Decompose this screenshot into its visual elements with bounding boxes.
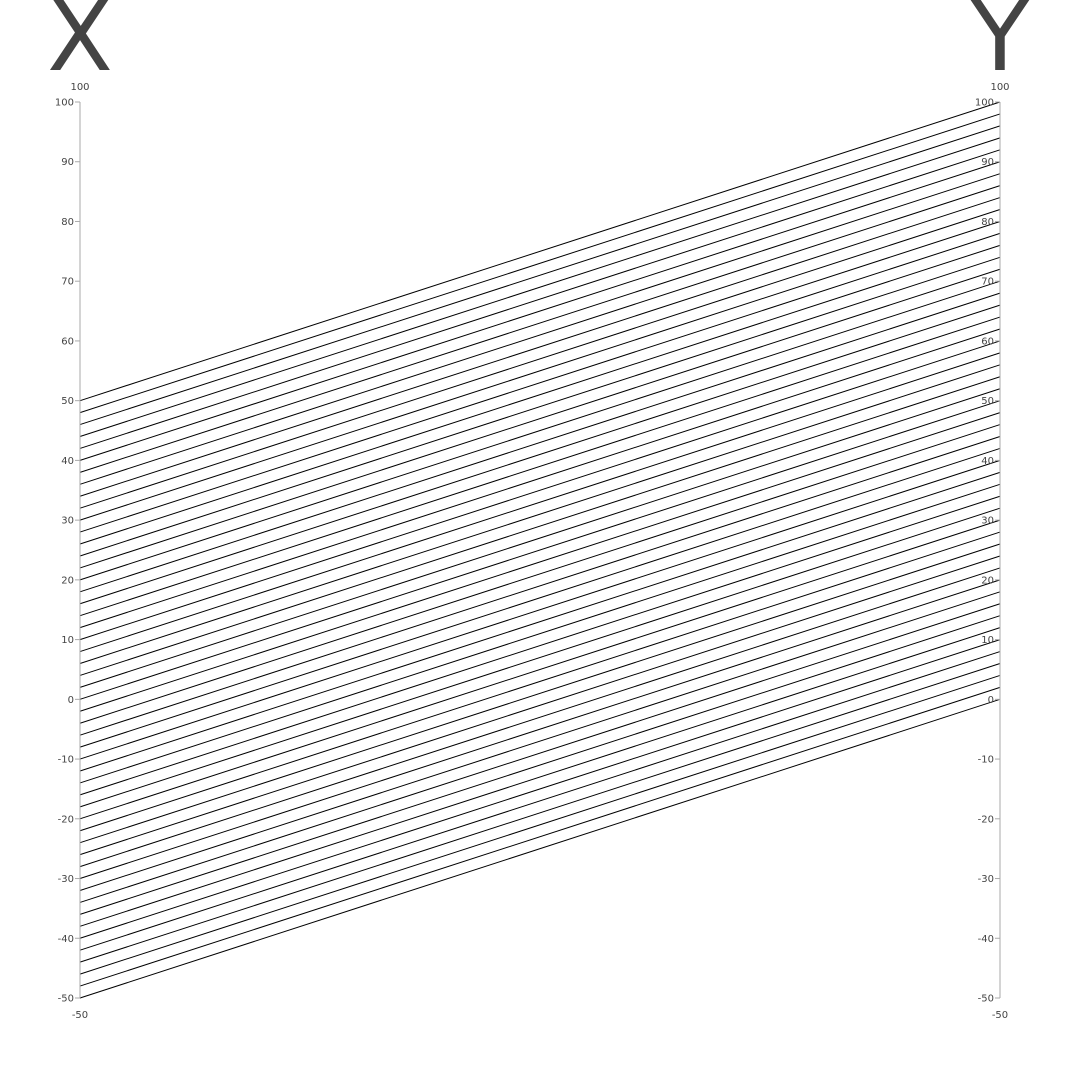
tick-label: 0 [68, 695, 74, 706]
data-line-42 [79, 197, 1001, 497]
tick-label: -10 [978, 755, 994, 766]
data-line-0 [79, 698, 1001, 999]
range-min-label: -50 [72, 1010, 88, 1021]
data-line-24 [79, 412, 1001, 712]
dimension-title[interactable]: Y [970, 0, 1030, 93]
data-line-38 [79, 244, 1001, 545]
tick-label: 70 [61, 277, 74, 288]
data-line-25 [79, 400, 1001, 700]
data-line-20 [79, 459, 1001, 760]
data-line-19 [79, 471, 1001, 772]
data-line-3 [79, 663, 1001, 963]
data-line-43 [79, 185, 1001, 485]
data-line-32 [79, 316, 1001, 617]
data-line-8 [79, 603, 1001, 903]
tick-label: -20 [58, 814, 74, 825]
tick-label: 50 [61, 396, 74, 407]
data-line-13 [79, 543, 1001, 844]
tick-label: 0 [988, 695, 994, 706]
tick-label: -40 [58, 934, 74, 945]
range-max-label: 100 [70, 82, 89, 93]
tick-label: 10 [61, 635, 74, 646]
data-line-14 [79, 531, 1001, 832]
data-line-44 [79, 173, 1001, 473]
axis-y: -50 -40 -30 -20 -10 0 10 20 30 40 50 60 70 80 90 100 100… [970, 0, 1030, 1021]
tick-label: 90 [61, 157, 74, 168]
data-line-37 [79, 256, 1001, 557]
tick-label: -50 [58, 994, 74, 1005]
data-line-15 [79, 519, 1001, 820]
tick-label: 100 [55, 98, 74, 109]
data-line-16 [79, 507, 1001, 808]
data-line-39 [79, 232, 1001, 533]
tick-label: -30 [58, 874, 74, 885]
data-line-22 [79, 436, 1001, 736]
tick-label: 30 [981, 516, 994, 527]
data-line-7 [79, 615, 1001, 915]
data-line-27 [79, 376, 1001, 676]
data-line-35 [79, 280, 1001, 581]
tick-label: 60 [61, 336, 74, 347]
data-line-9 [79, 591, 1001, 891]
data-line-34 [79, 292, 1001, 593]
range-max-label: 100 [990, 82, 1009, 93]
data-line-29 [79, 352, 1001, 653]
data-line-17 [79, 495, 1001, 796]
tick-label: -20 [978, 814, 994, 825]
tick-label: 30 [61, 516, 74, 527]
range-min-label: -50 [992, 1010, 1008, 1021]
tick-label: 40 [61, 456, 74, 467]
data-line-11 [79, 567, 1001, 868]
data-line-21 [79, 447, 1001, 748]
data-line-4 [79, 651, 1001, 951]
data-line-45 [79, 161, 1001, 461]
data-line-46 [79, 149, 1001, 449]
tick-label: 60 [981, 336, 994, 347]
tick-label: 20 [61, 575, 74, 586]
data-line-48 [79, 125, 1001, 426]
axes: -50-40-30-20-100102030405060708090100100… [47, 0, 1030, 1021]
data-line-18 [79, 483, 1001, 784]
data-line-31 [79, 328, 1001, 629]
data-line-49 [79, 113, 1001, 414]
data-line-5 [79, 639, 1001, 939]
data-lines [79, 101, 1001, 999]
tick-label: 10 [981, 635, 994, 646]
data-line-10 [79, 579, 1001, 880]
data-line-30 [79, 340, 1001, 641]
data-line-47 [79, 137, 1001, 437]
data-line-12 [79, 555, 1001, 856]
axis-x: -50 -40 -30 -20 -10 0 10 20 30 40 50 60 70 80 90 100 100… [47, 0, 113, 1021]
tick-label: 20 [981, 575, 994, 586]
tick-label: 80 [61, 217, 74, 228]
tick-label: -40 [978, 934, 994, 945]
tick-label: -30 [978, 874, 994, 885]
data-line-23 [79, 424, 1001, 724]
data-line-26 [79, 388, 1001, 688]
data-line-33 [79, 304, 1001, 605]
data-line-6 [79, 627, 1001, 927]
tick-label: -10 [58, 755, 74, 766]
tick-label: 80 [981, 217, 994, 228]
data-line-50 [79, 101, 1001, 402]
tick-label: 50 [981, 396, 994, 407]
data-line-28 [79, 364, 1001, 664]
data-line-36 [79, 268, 1001, 569]
tick-label: 40 [981, 456, 994, 467]
dimension-title[interactable]: X [47, 0, 113, 93]
tick-label: 100 [975, 98, 994, 109]
data-line-41 [79, 209, 1001, 509]
data-line-1 [79, 686, 1001, 987]
tick-label: -50 [978, 994, 994, 1005]
tick-label: 90 [981, 157, 994, 168]
tick-label: 70 [981, 277, 994, 288]
data-line-40 [79, 220, 1001, 521]
data-line-2 [79, 674, 1001, 975]
